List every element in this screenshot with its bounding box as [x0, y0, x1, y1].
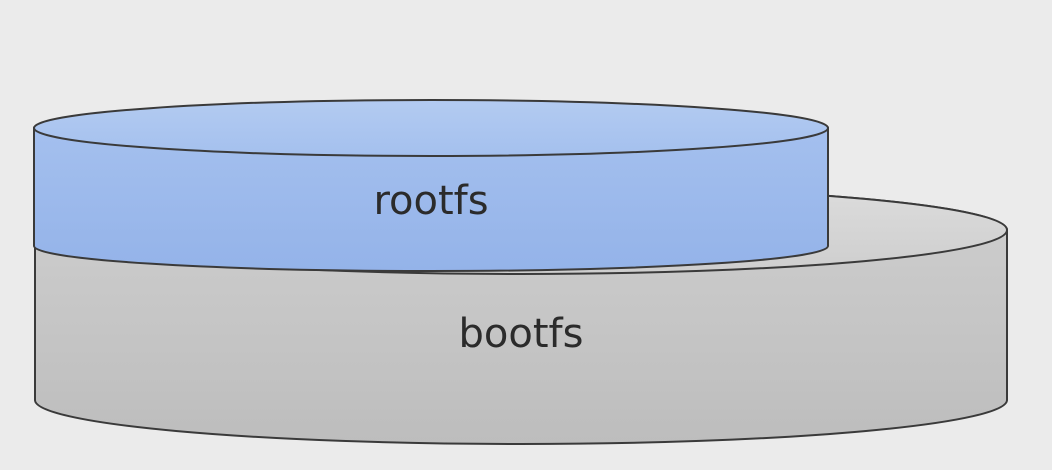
rootfs-disk-top: [33, 99, 829, 157]
rootfs-disk: rootfs: [33, 99, 829, 272]
rootfs-label: rootfs: [373, 178, 488, 224]
bootfs-label: bootfs: [459, 311, 584, 357]
